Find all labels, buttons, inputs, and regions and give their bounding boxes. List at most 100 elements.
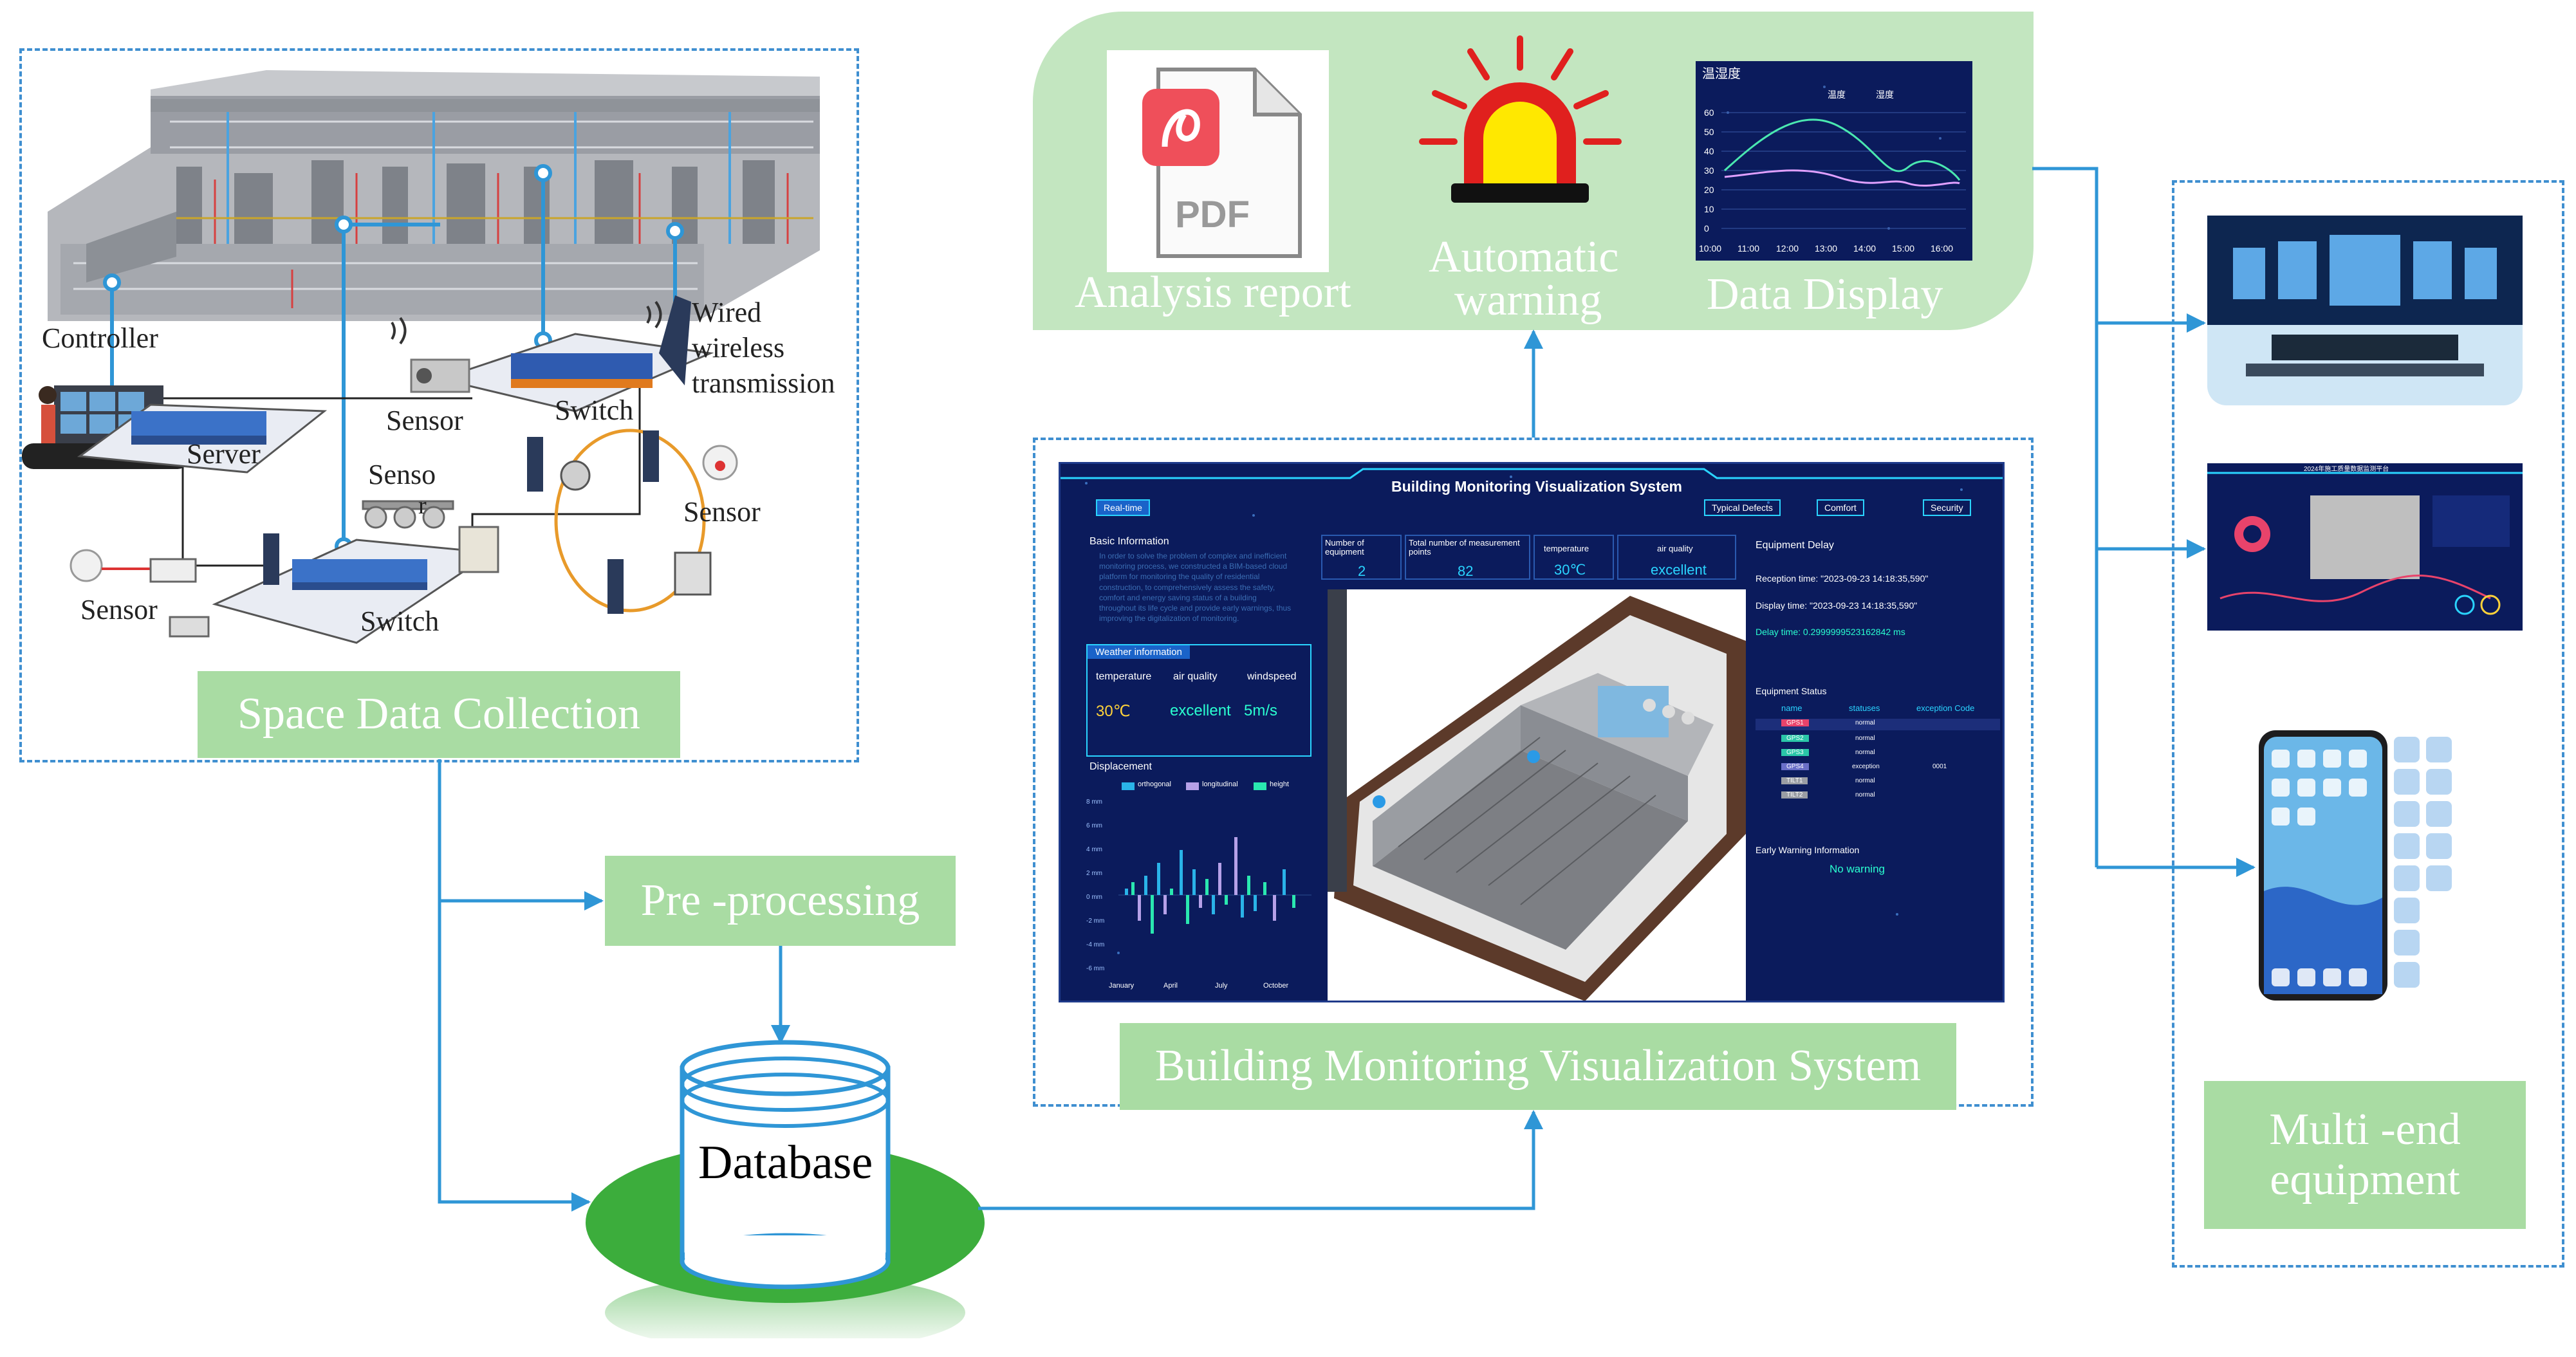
- x-tick-october: October: [1263, 982, 1289, 990]
- delay-time: Delay time: 0.2999999523162842 ms: [1756, 627, 1905, 637]
- mini-x-tick: 13:00: [1815, 243, 1838, 254]
- label-senso: Senso: [368, 459, 436, 490]
- control-room-image: [2207, 216, 2523, 405]
- mini-x-tick: 12:00: [1776, 243, 1799, 254]
- stat-value: 2: [1358, 563, 1366, 579]
- displacement-y-ticks: 8 mm 6 mm 4 mm 2 mm 0 mm -2 mm -4 mm -6 …: [1086, 799, 1118, 1001]
- sensor-device-top: [410, 358, 470, 393]
- model-toolbar[interactable]: [1328, 589, 1347, 892]
- mini-legend-temp: 温度: [1828, 89, 1846, 100]
- mini-x-tick: 16:00: [1931, 243, 1954, 254]
- multi-end-frame: [2172, 180, 2564, 1268]
- status-name: GPS4: [1781, 763, 1809, 770]
- y-tick: -2 mm: [1086, 918, 1105, 925]
- mini-y-tick: 60: [1704, 107, 1714, 118]
- multi-end-line-2: equipment: [2270, 1155, 2460, 1205]
- mini-y-tick: 30: [1704, 165, 1714, 176]
- alarm-beacon-icon: [1419, 35, 1622, 203]
- weather-title: Weather information: [1088, 645, 1190, 659]
- label-switch-bottom: Switch: [360, 605, 440, 637]
- sensor-left-devices: [69, 549, 210, 638]
- multi-end-line-1: Multi -end: [2269, 1104, 2461, 1154]
- mini-y-tick: 40: [1704, 146, 1714, 156]
- stat-label: Number of equipment: [1325, 538, 1364, 557]
- mini-chart-title: 温湿度: [1702, 67, 1741, 81]
- status-value: normal: [1855, 719, 1875, 726]
- status-row: GPS2 normal: [1756, 734, 2000, 746]
- dashboard-title: Building Monitoring Visualization System: [1391, 478, 1682, 495]
- early-warning-value: No warning: [1830, 863, 1885, 875]
- automatic-warning-label-2: warning: [1454, 275, 1602, 325]
- database-icon: [586, 1040, 985, 1338]
- dashboard-starfield: [1061, 468, 2003, 980]
- early-warning-title: Early Warning Information: [1756, 845, 1860, 855]
- stat-equipment: Number of equipment 2: [1321, 535, 1402, 580]
- dashboard-thumbnail: [2207, 463, 2523, 631]
- wifi-icon: [391, 300, 662, 345]
- label-switch-top: Switch: [555, 394, 634, 426]
- y-tick: -6 mm: [1086, 965, 1105, 972]
- mini-y-tick: 0: [1704, 223, 1709, 234]
- phone-image: [2259, 730, 2452, 1001]
- status-name: GPS2: [1781, 735, 1809, 742]
- label-sensor-top: Sensor: [386, 405, 463, 436]
- status-row: TILT2 normal: [1756, 791, 2000, 802]
- label-wired-1: Wired: [692, 297, 762, 328]
- displacement-title: Displacement: [1089, 761, 1152, 772]
- stat-air-quality: air quality excellent: [1617, 535, 1736, 580]
- status-value: normal: [1855, 749, 1875, 756]
- status-name: GPS3: [1781, 749, 1809, 756]
- model-viewport[interactable]: [1328, 589, 1746, 1001]
- database-label: Database: [698, 1136, 873, 1189]
- data-display-label: Data Display: [1707, 270, 1943, 319]
- preprocessing-label: Pre -processing: [605, 856, 956, 946]
- legend-orthogonal: orthogonal: [1138, 780, 1171, 788]
- legend-height: height: [1270, 780, 1289, 788]
- tab-comfort[interactable]: Comfort: [1817, 499, 1864, 516]
- label-wired-3: transmission: [692, 367, 835, 399]
- pdf-badge: PDF: [1175, 194, 1250, 235]
- status-value: normal: [1855, 791, 1875, 799]
- status-row: GPS4 exception 0001: [1756, 762, 2000, 774]
- system-caption: Building Monitoring Visualization System: [1120, 1023, 1956, 1110]
- mini-x-tick: 15:00: [1892, 243, 1915, 254]
- y-tick: 8 mm: [1086, 799, 1102, 806]
- tab-typical-defects[interactable]: Typical Defects: [1704, 499, 1781, 516]
- tab-security[interactable]: Security: [1923, 499, 1971, 516]
- stat-label: temperature: [1544, 544, 1589, 553]
- weather-value-air-quality: excellent: [1170, 702, 1231, 719]
- stat-value: excellent: [1651, 562, 1707, 578]
- collection-links: [110, 173, 677, 591]
- label-senso-r: r: [418, 492, 427, 519]
- label-server: Server: [187, 438, 261, 470]
- basic-info-text: In order to solve the problem of complex…: [1099, 551, 1292, 623]
- y-tick: 2 mm: [1086, 870, 1102, 877]
- tab-real-time[interactable]: Real-time: [1096, 499, 1150, 516]
- mini-x-tick: 10:00: [1699, 243, 1722, 254]
- status-row: TILT1 normal: [1756, 777, 2000, 788]
- y-tick: 4 mm: [1086, 846, 1102, 853]
- analysis-report-label: Analysis report: [1075, 268, 1351, 317]
- dashboard-thumbnail-title: 2024年施工质量数据监测平台: [2304, 466, 2389, 473]
- weather-header-windspeed: windspeed: [1247, 671, 1297, 682]
- multi-end-label: Multi -end equipment: [2204, 1081, 2526, 1229]
- stat-temperature: temperature 30℃: [1534, 535, 1614, 580]
- switch-bottom-plane: [212, 533, 495, 644]
- status-name: GPS1: [1781, 719, 1809, 726]
- y-tick: 0 mm: [1086, 894, 1102, 901]
- basic-info-title: Basic Information: [1089, 536, 1169, 547]
- x-tick-july: July: [1215, 982, 1228, 990]
- stat-label: Total number of measurement points: [1409, 538, 1520, 557]
- status-name: TILT1: [1781, 777, 1808, 784]
- status-header-name: name: [1781, 703, 1802, 713]
- space-data-collection-label: Space Data Collection: [198, 671, 680, 758]
- collection-illustration: [22, 70, 820, 644]
- label-wired-2: wireless: [692, 332, 785, 364]
- y-tick: -4 mm: [1086, 941, 1105, 948]
- weather-value-windspeed: 5m/s: [1244, 702, 1278, 719]
- reception-time: Reception time: "2023-09-23 14:18:35,590…: [1756, 573, 1929, 584]
- equipment-delay-title: Equipment Delay: [1756, 540, 1834, 551]
- mini-chart: [1696, 61, 1972, 261]
- x-tick-april: April: [1163, 982, 1178, 990]
